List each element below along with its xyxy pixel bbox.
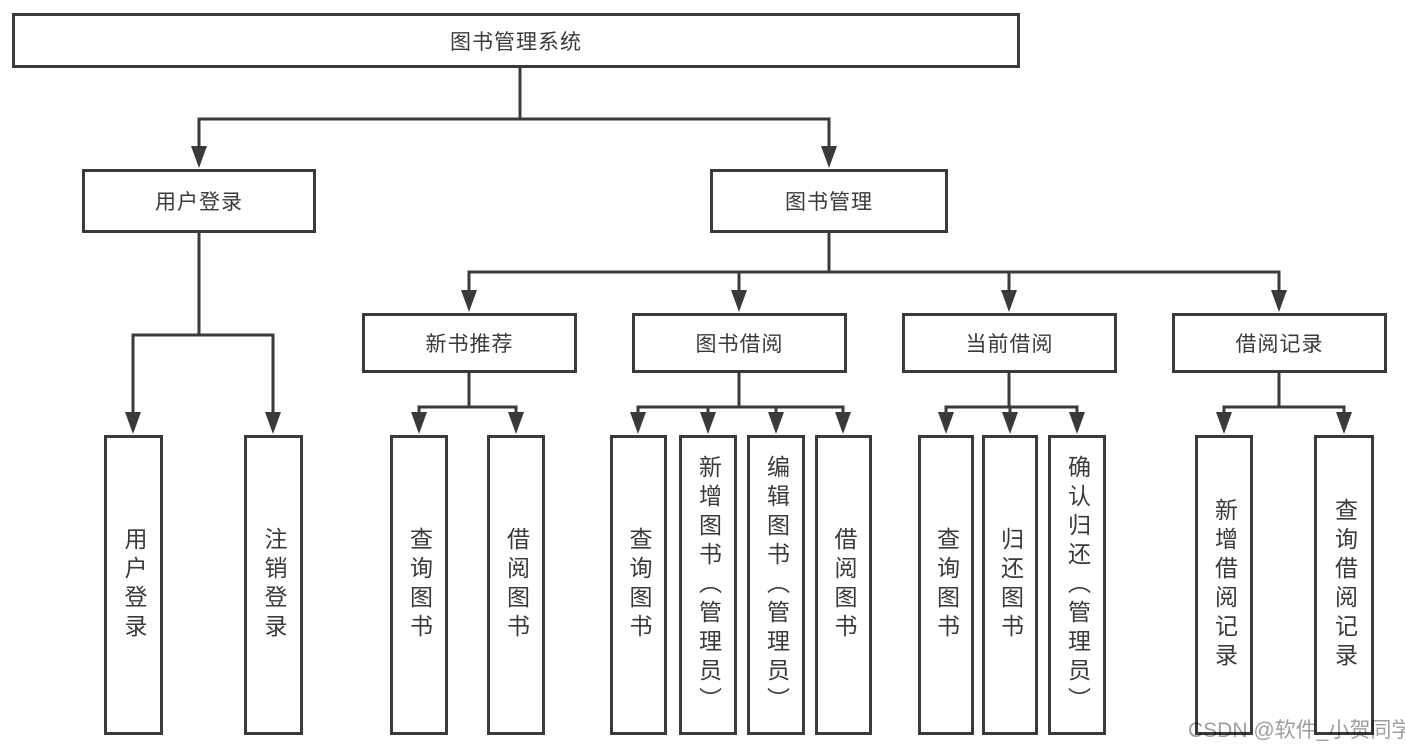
node-current-borrowing: 当前借阅 bbox=[902, 313, 1117, 373]
node-label: 归还图书 bbox=[997, 527, 1024, 643]
node-user-login: 用户登录 bbox=[82, 169, 316, 233]
node-label: 用户登录 bbox=[121, 527, 147, 643]
node-label: 借阅图书 bbox=[503, 527, 530, 643]
leaf-return-books: 归还图书 bbox=[982, 435, 1038, 735]
node-label: 查询图书 bbox=[406, 527, 433, 643]
leaf-query-books-borrow: 查询图书 bbox=[610, 435, 667, 735]
node-label: 注销登录 bbox=[261, 527, 287, 643]
leaf-confirm-return-admin: 确认归还（管理员） bbox=[1048, 435, 1106, 735]
leaf-add-books-admin: 新增图书（管理员） bbox=[679, 435, 737, 735]
node-borrowing-records: 借阅记录 bbox=[1172, 313, 1387, 373]
leaf-query-borrow-record: 查询借阅记录 bbox=[1314, 435, 1374, 735]
leaf-logout: 注销登录 bbox=[244, 435, 303, 735]
node-label: 借阅记录 bbox=[1235, 333, 1324, 356]
node-label: 查询图书 bbox=[933, 527, 960, 643]
node-label: 图书管理系统 bbox=[450, 30, 582, 54]
leaf-edit-books-admin: 编辑图书（管理员） bbox=[747, 435, 805, 735]
node-book-management: 图书管理 bbox=[710, 169, 948, 233]
node-label: 图书借阅 bbox=[695, 333, 784, 356]
leaf-add-borrow-record: 新增借阅记录 bbox=[1195, 435, 1253, 735]
node-label: 图书管理 bbox=[785, 191, 873, 214]
node-label: 新书推荐 bbox=[425, 333, 514, 356]
node-label: 新增图书（管理员） bbox=[695, 454, 722, 716]
node-library-management-system: 图书管理系统 bbox=[12, 13, 1020, 68]
leaf-borrow-books-recommend: 借阅图书 bbox=[487, 435, 545, 735]
node-book-borrowing: 图书借阅 bbox=[632, 313, 847, 373]
node-label: 借阅图书 bbox=[831, 527, 857, 643]
node-label: 查询图书 bbox=[626, 527, 652, 643]
csdn-watermark: CSDN @软件_小贺同学 bbox=[1188, 719, 1405, 742]
node-new-book-recommendation: 新书推荐 bbox=[362, 313, 577, 373]
node-label: 新增借阅记录 bbox=[1211, 498, 1238, 672]
leaf-borrow-books: 借阅图书 bbox=[815, 435, 872, 735]
node-label: 查询借阅记录 bbox=[1331, 498, 1358, 672]
node-label: 用户登录 bbox=[155, 191, 243, 214]
node-label: 编辑图书（管理员） bbox=[763, 454, 790, 716]
node-label: 确认归还（管理员） bbox=[1064, 454, 1091, 716]
leaf-user-login: 用户登录 bbox=[104, 435, 163, 735]
leaf-query-books-current: 查询图书 bbox=[918, 435, 974, 735]
leaf-query-books-recommend: 查询图书 bbox=[390, 435, 448, 735]
node-label: 当前借阅 bbox=[965, 333, 1054, 356]
